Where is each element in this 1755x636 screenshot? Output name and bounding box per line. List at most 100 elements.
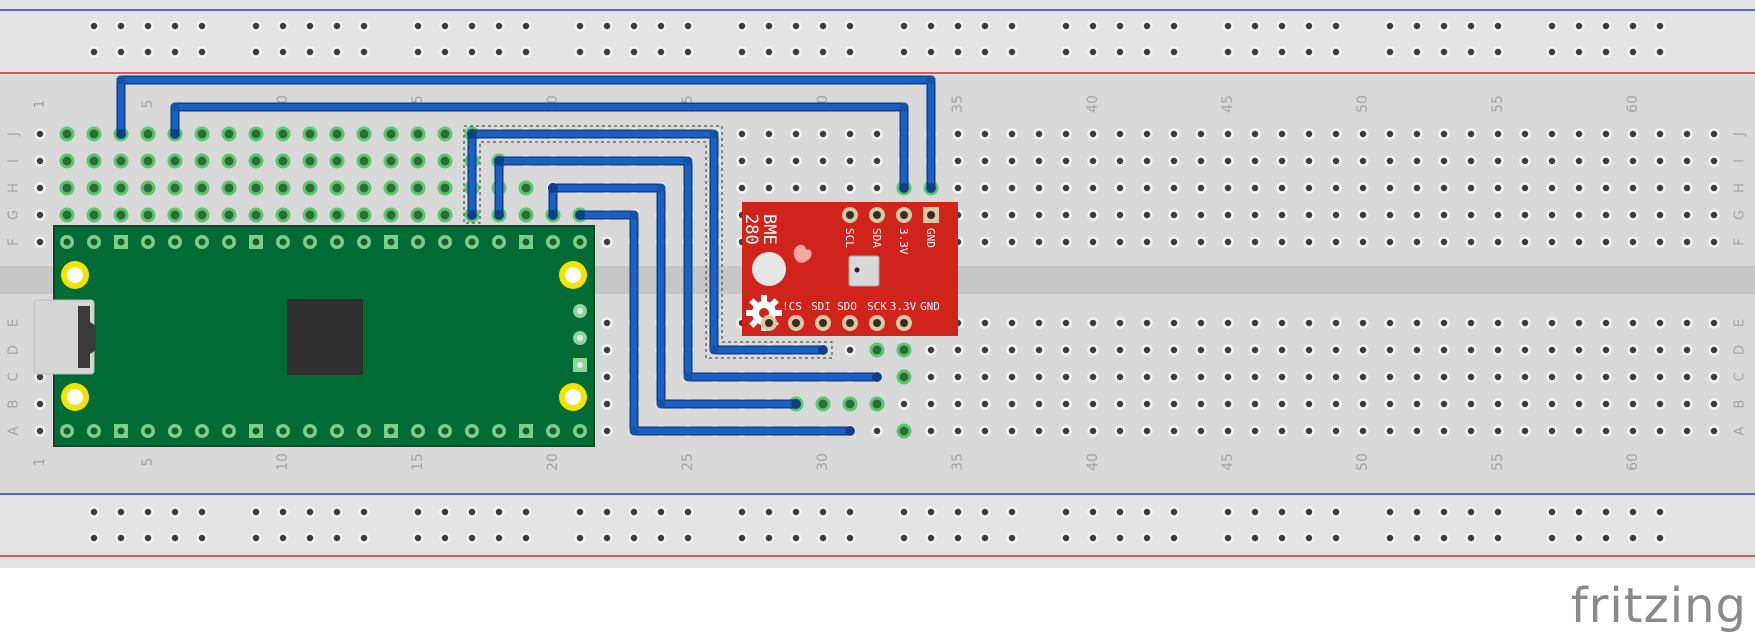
breadboard-hole[interactable] (1681, 236, 1693, 248)
breadboard-hole[interactable] (979, 182, 991, 194)
breadboard-hole[interactable] (1303, 425, 1315, 437)
rail-hole[interactable] (655, 20, 667, 32)
breadboard-hole[interactable] (34, 128, 46, 140)
breadboard-hole[interactable] (1465, 209, 1477, 221)
breadboard-hole[interactable] (844, 344, 856, 356)
rail-hole[interactable] (952, 532, 964, 544)
breadboard-hole[interactable] (1114, 128, 1126, 140)
rail-hole[interactable] (952, 20, 964, 32)
rail-hole[interactable] (736, 20, 748, 32)
rail-hole[interactable] (412, 506, 424, 518)
breadboard-hole[interactable] (1222, 398, 1234, 410)
wire-bendpoint[interactable] (629, 426, 639, 436)
breadboard-hole[interactable] (1411, 182, 1423, 194)
breadboard-hole[interactable] (1222, 128, 1234, 140)
rail-hole[interactable] (1600, 506, 1612, 518)
breadboard-hole[interactable] (1600, 236, 1612, 248)
breadboard-hole[interactable] (1357, 128, 1369, 140)
breadboard-hole[interactable] (1438, 236, 1450, 248)
rail-hole[interactable] (1087, 20, 1099, 32)
breadboard-hole[interactable] (167, 207, 183, 223)
breadboard-hole[interactable] (1222, 317, 1234, 329)
breadboard-hole[interactable] (1303, 155, 1315, 167)
breadboard-hole[interactable] (1492, 344, 1504, 356)
breadboard-hole[interactable] (437, 126, 453, 142)
breadboard-hole[interactable] (1654, 209, 1666, 221)
breadboard-hole[interactable] (1303, 236, 1315, 248)
breadboard-hole[interactable] (1249, 128, 1261, 140)
rail-hole[interactable] (304, 506, 316, 518)
rail-hole[interactable] (1006, 20, 1018, 32)
breadboard-hole[interactable] (113, 180, 129, 196)
breadboard-hole[interactable] (113, 207, 129, 223)
rail-hole[interactable] (1249, 46, 1261, 58)
breadboard-hole[interactable] (1141, 128, 1153, 140)
breadboard-hole[interactable] (248, 207, 264, 223)
breadboard-hole[interactable] (221, 180, 237, 196)
rail-hole[interactable] (1600, 532, 1612, 544)
rail-hole[interactable] (790, 506, 802, 518)
rail-hole[interactable] (250, 532, 262, 544)
breadboard-hole[interactable] (1222, 209, 1234, 221)
breadboard-hole[interactable] (1600, 425, 1612, 437)
rail-hole[interactable] (88, 506, 100, 518)
breadboard-hole[interactable] (979, 236, 991, 248)
breadboard-hole[interactable] (1168, 155, 1180, 167)
rail-hole[interactable] (196, 20, 208, 32)
breadboard-hole[interactable] (1006, 209, 1018, 221)
wire-bendpoint[interactable] (656, 399, 666, 409)
wire-end[interactable] (872, 372, 882, 382)
rail-hole[interactable] (790, 532, 802, 544)
breadboard-hole[interactable] (1438, 209, 1450, 221)
wire-bendpoint[interactable] (926, 75, 936, 85)
rail-hole[interactable] (1060, 506, 1072, 518)
breadboard-hole[interactable] (1681, 155, 1693, 167)
rail-hole[interactable] (763, 506, 775, 518)
rail-hole[interactable] (1411, 532, 1423, 544)
rail-hole[interactable] (979, 20, 991, 32)
wire-bendpoint[interactable] (683, 156, 693, 166)
wire-end[interactable] (467, 129, 477, 139)
breadboard-hole[interactable] (1195, 128, 1207, 140)
rail-hole[interactable] (1006, 532, 1018, 544)
rail-hole[interactable] (574, 20, 586, 32)
breadboard-hole[interactable] (896, 342, 912, 358)
breadboard-hole[interactable] (1411, 128, 1423, 140)
breadboard-hole[interactable] (1087, 371, 1099, 383)
rail-hole[interactable] (1006, 506, 1018, 518)
breadboard-hole[interactable] (329, 207, 345, 223)
rail-hole[interactable] (1465, 532, 1477, 544)
breadboard-hole[interactable] (601, 398, 613, 410)
breadboard-hole[interactable] (1600, 398, 1612, 410)
rail-hole[interactable] (1384, 20, 1396, 32)
breadboard-hole[interactable] (871, 425, 883, 437)
breadboard-hole[interactable] (1600, 128, 1612, 140)
rail-hole[interactable] (520, 532, 532, 544)
rail-hole[interactable] (790, 20, 802, 32)
breadboard-hole[interactable] (1195, 155, 1207, 167)
breadboard-hole[interactable] (790, 128, 802, 140)
breadboard-hole[interactable] (1330, 371, 1342, 383)
breadboard-hole[interactable] (1006, 398, 1018, 410)
breadboard-hole[interactable] (1438, 182, 1450, 194)
rail-hole[interactable] (277, 46, 289, 58)
rail-hole[interactable] (574, 506, 586, 518)
breadboard-hole[interactable] (1006, 182, 1018, 194)
breadboard-hole[interactable] (1060, 425, 1072, 437)
breadboard-hole[interactable] (34, 209, 46, 221)
breadboard-hole[interactable] (356, 153, 372, 169)
breadboard-hole[interactable] (896, 423, 912, 439)
breadboard-hole[interactable] (842, 396, 858, 412)
rail-hole[interactable] (1438, 20, 1450, 32)
breadboard-hole[interactable] (1168, 371, 1180, 383)
breadboard-hole[interactable] (898, 398, 910, 410)
breadboard-hole[interactable] (59, 180, 75, 196)
wire-end[interactable] (845, 426, 855, 436)
rail-hole[interactable] (844, 20, 856, 32)
breadboard-hole[interactable] (1654, 236, 1666, 248)
rail-hole[interactable] (1276, 20, 1288, 32)
rail-hole[interactable] (1276, 532, 1288, 544)
rail-hole[interactable] (1114, 20, 1126, 32)
breadboard-hole[interactable] (1249, 398, 1261, 410)
breadboard-hole[interactable] (1681, 317, 1693, 329)
